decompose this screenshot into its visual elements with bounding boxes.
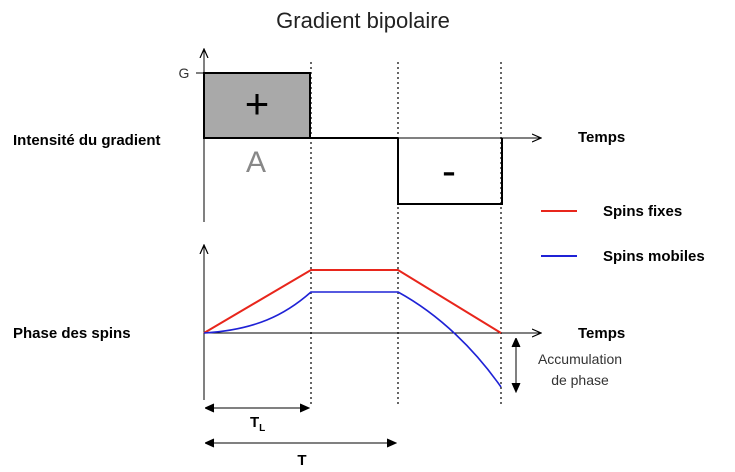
positive-sign: + [245,80,270,127]
g-tick-label: G [179,65,190,81]
tl-subscript: L [259,423,265,434]
gradient-x-label: Temps [578,129,625,146]
gradient-y-label: Intensité du gradient [13,132,161,149]
mobile-spins-phase-curve [203,291,502,388]
phase-y-label: Phase des spins [13,325,131,342]
tl-main: T [250,414,259,431]
legend-label-fixed: Spins fixes [603,203,682,220]
tl-label: TL [250,414,265,434]
area-label: A [246,146,266,179]
fixed-spins-phase-curve [203,269,502,334]
phase-x-label: Temps [578,325,625,342]
negative-sign: - [442,147,456,194]
t-label: T [297,452,306,469]
negative-gradient-lobe [397,138,503,205]
diagram-title: Gradient bipolaire [276,8,450,33]
accumulation-label-line1: Accumulation [538,351,622,367]
accumulation-label-line2: de phase [551,372,609,388]
legend-label-mobile: Spins mobiles [603,248,705,265]
